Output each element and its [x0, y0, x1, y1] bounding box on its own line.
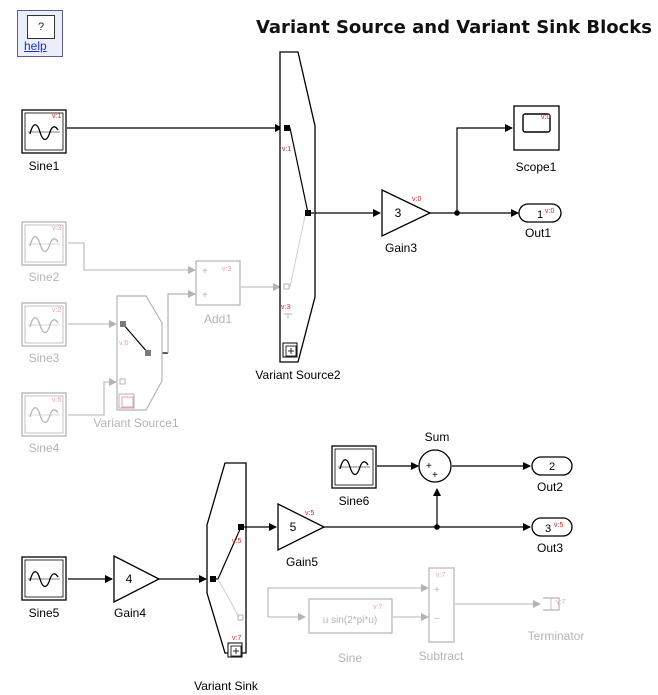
terminator-tag: v:7: [556, 599, 565, 606]
sine2-label: Sine2: [29, 270, 60, 284]
out2-value: 2: [549, 461, 555, 473]
out1-value: 1: [537, 209, 543, 221]
scope1-tag: v:0: [541, 114, 550, 121]
sum-block[interactable]: + +: [418, 449, 452, 483]
out3-block[interactable]: 3 v:5: [531, 517, 573, 537]
signal-lines-inactive: [68, 242, 541, 621]
sine5-block[interactable]: [21, 556, 67, 601]
gain5-label: Gain5: [286, 555, 318, 569]
sine3-tag: v:2: [52, 307, 61, 314]
wire-vsink-subtract[interactable]: [267, 584, 429, 617]
sine6-label: Sine6: [339, 494, 370, 508]
subtract-tag: v:7: [436, 572, 445, 579]
sine5-label: Sine5: [29, 606, 60, 620]
sine1-tag: v:1: [52, 113, 61, 120]
out3-label: Out3: [537, 541, 563, 555]
gain5-value: 5: [290, 520, 297, 534]
gain4-label: Gain4: [114, 606, 146, 620]
gain3-block[interactable]: 3 v:0: [381, 188, 432, 238]
sine-fcn-tag: v:7: [373, 604, 382, 611]
gain3-label: Gain3: [385, 241, 417, 255]
sine2-block[interactable]: v:3: [21, 221, 67, 266]
variant-source2-label: Variant Source2: [255, 368, 340, 382]
out2-label: Out2: [537, 480, 563, 494]
add1-label: Add1: [204, 312, 232, 326]
variant-sink-tag-bottom: v:7: [232, 635, 241, 642]
terminator-label: Terminator: [528, 629, 585, 643]
sine3-block[interactable]: v:2: [21, 302, 67, 347]
wire-gain3-scope1[interactable]: [429, 124, 513, 214]
out1-label: Out1: [525, 226, 551, 240]
gain3-tag: v:0: [412, 196, 421, 203]
help-block[interactable]: ? help: [17, 10, 63, 57]
gain5-tag: v:5: [305, 510, 314, 517]
sine2-tag: v:3: [52, 225, 61, 232]
subtract-block[interactable]: + − v:7: [428, 567, 455, 643]
wire-sine2-add1[interactable]: [68, 242, 196, 274]
wire-sine4-vs1[interactable]: [68, 378, 117, 416]
sine-fcn-label: Sine: [338, 651, 362, 665]
out3-value: 3: [545, 523, 551, 535]
sine-fcn-block[interactable]: u sin(2*pi*u) v:7: [308, 598, 393, 634]
sine-fcn-expr: u sin(2*pi*u): [323, 615, 377, 626]
gain4-value: 4: [126, 572, 133, 586]
add1-block[interactable]: + + v:3: [195, 260, 241, 306]
variant-sink-block[interactable]: v:5 v:7: [206, 462, 247, 658]
gain4-block[interactable]: 4: [113, 554, 161, 604]
scope1-block[interactable]: v:0: [513, 105, 560, 151]
help-link[interactable]: help: [24, 39, 47, 53]
sine4-block[interactable]: v:5: [21, 392, 67, 437]
gain5-block[interactable]: 5 v:5: [277, 502, 326, 552]
variant-source2-tag-top: v:1: [282, 146, 291, 153]
out2-block[interactable]: 2: [531, 456, 573, 476]
variant-source2-block[interactable]: v:1 v:3: [279, 51, 316, 363]
add1-sign-1: +: [202, 266, 208, 277]
terminator-block[interactable]: v:7: [543, 597, 565, 611]
variant-sink-tag-top: v:5: [232, 538, 241, 545]
sine4-label: Sine4: [29, 441, 60, 455]
add1-tag: v:3: [222, 266, 231, 273]
subtract-label: Subtract: [419, 649, 464, 663]
help-question-icon[interactable]: ?: [27, 15, 55, 39]
out1-block[interactable]: 1 v:0: [518, 203, 562, 223]
variant-source1-label: Variant Source1: [93, 416, 178, 430]
variant-source2-tag-bottom: v:3: [281, 304, 290, 311]
diagram-title: Variant Source and Variant Sink Blocks: [255, 17, 652, 38]
sine3-label: Sine3: [29, 351, 60, 365]
gain3-value: 3: [395, 206, 402, 220]
scope1-label: Scope1: [516, 160, 557, 174]
variant-sink-label: Variant Sink: [194, 679, 259, 693]
sum-sign-2: +: [432, 470, 438, 481]
sine4-tag: v:5: [52, 397, 61, 404]
sine6-block[interactable]: [331, 445, 377, 489]
subtract-sign-2: −: [434, 614, 440, 625]
sine1-block[interactable]: v:1: [21, 109, 67, 154]
sum-sign-1: +: [426, 461, 432, 472]
sine1-label: Sine1: [29, 159, 60, 173]
signal-lines-active: [67, 124, 531, 583]
variant-source1-block[interactable]: v:6: [116, 295, 163, 411]
out1-tag: v:0: [545, 208, 554, 215]
variant-source1-tag: v:6: [119, 340, 128, 347]
sum-label: Sum: [425, 430, 450, 444]
add1-sign-2: +: [202, 290, 208, 301]
out3-tag: v:5: [554, 522, 563, 529]
subtract-sign-1: +: [434, 585, 440, 596]
